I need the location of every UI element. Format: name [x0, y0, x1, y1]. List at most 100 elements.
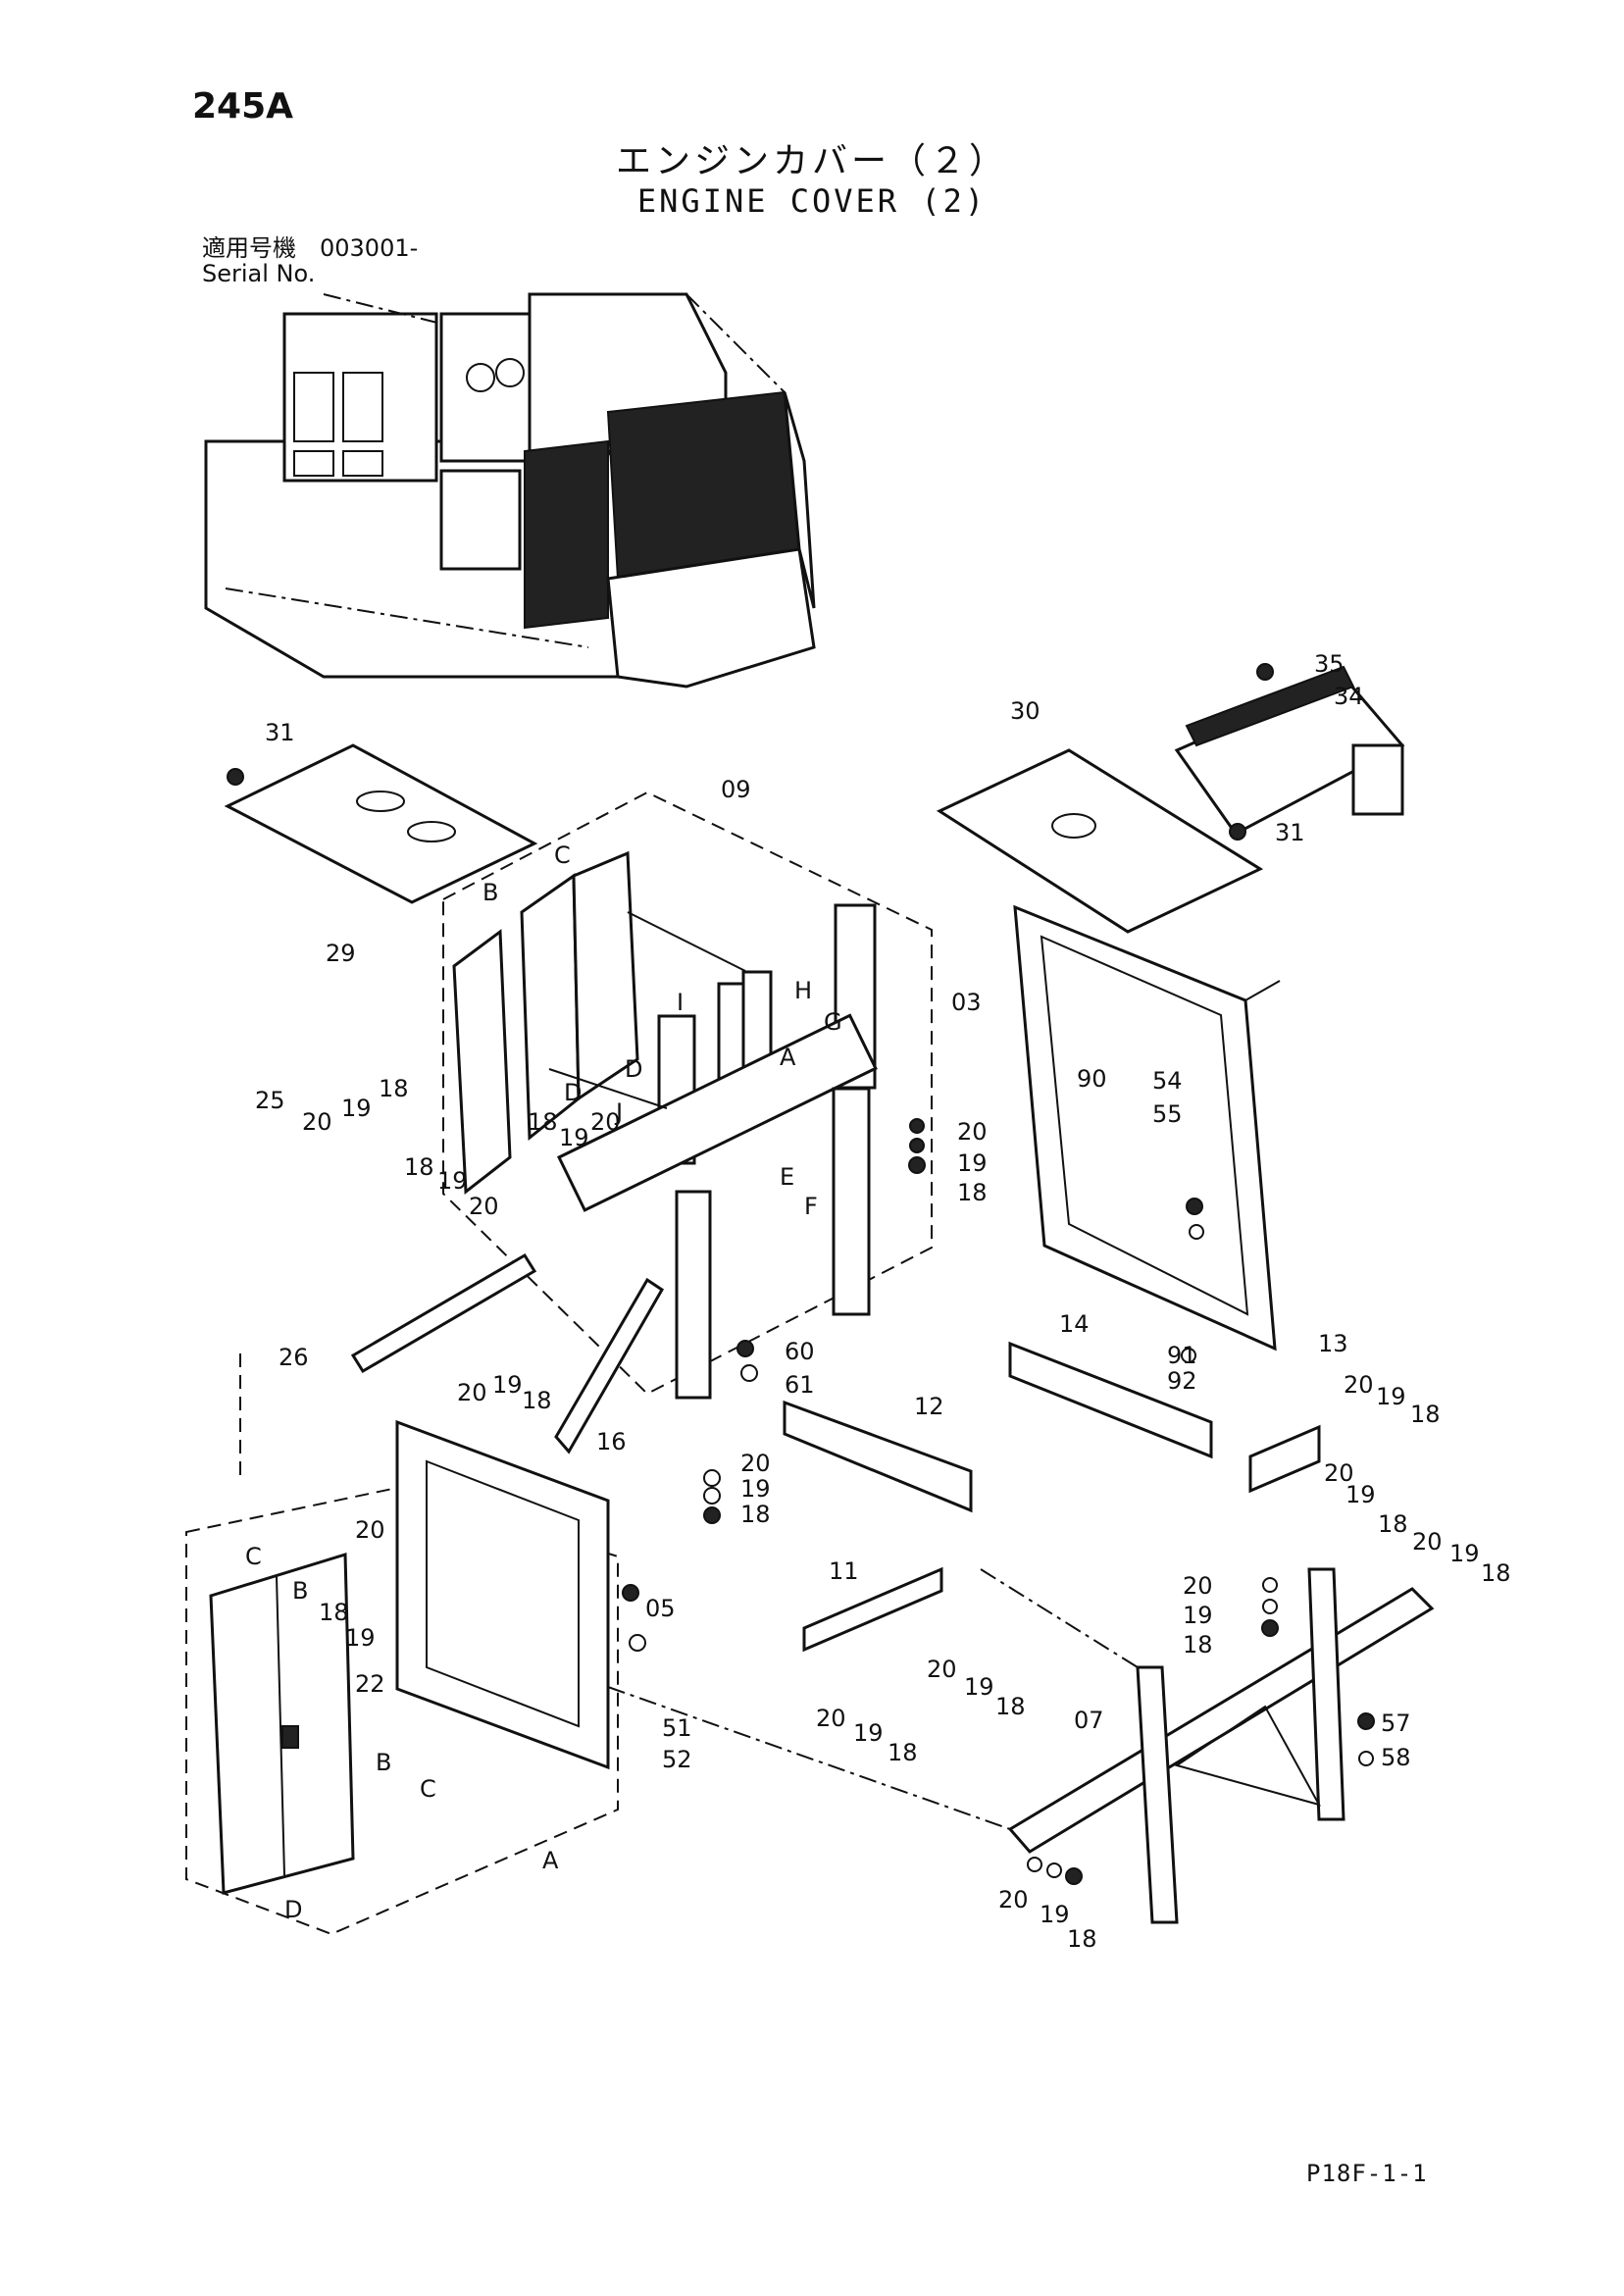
callout-22: 22 [355, 1670, 385, 1698]
callout-92: 92 [1167, 1367, 1197, 1395]
callout-20: 20 [1412, 1528, 1443, 1556]
callout-labels: 31 29 09 C B H I G J D D A 30 35 34 31 0… [245, 650, 1511, 1953]
callout-11: 11 [829, 1557, 859, 1585]
callout-51: 51 [662, 1714, 692, 1742]
callout-19: 19 [1449, 1540, 1480, 1567]
callout-34: 34 [1334, 683, 1364, 710]
callout-19: 19 [492, 1371, 523, 1399]
roof-panel-left [224, 743, 538, 904]
callout-57: 57 [1381, 1709, 1411, 1737]
callout-54: 54 [1152, 1067, 1183, 1095]
callout-35: 35 [1314, 650, 1345, 678]
door-assembly-05 [185, 1353, 619, 1936]
hardware [622, 663, 1375, 1885]
serial-block: 適用号機 003001- Serial No. [202, 235, 418, 286]
callout-18: 18 [1410, 1401, 1441, 1428]
serial-label-en: Serial No. [202, 260, 316, 287]
callout-19: 19 [559, 1124, 589, 1151]
callout-90: 90 [1077, 1065, 1107, 1093]
callout-18: 18 [740, 1501, 771, 1528]
callout-19: 19 [1345, 1481, 1376, 1508]
callout-18: 18 [379, 1075, 409, 1102]
callout-58: 58 [1381, 1744, 1411, 1771]
callout-18: 18 [1067, 1925, 1097, 1953]
callout-19: 19 [964, 1673, 994, 1701]
callout-13: 13 [1318, 1330, 1348, 1357]
callout-19: 19 [437, 1167, 468, 1195]
callout-I: I [677, 989, 684, 1016]
callout-05: 05 [645, 1595, 676, 1622]
callout-18: 18 [319, 1599, 349, 1626]
callout-20: 20 [457, 1379, 487, 1406]
callout-18: 18 [1378, 1510, 1408, 1538]
brackets [350, 1252, 1321, 1653]
callout-20: 20 [355, 1516, 385, 1544]
callout-D: D [564, 1079, 582, 1106]
callout-52: 52 [662, 1746, 692, 1773]
callout-19: 19 [1376, 1383, 1406, 1410]
callout-18: 18 [528, 1108, 558, 1136]
callout-31: 31 [1275, 819, 1305, 846]
roof-panel-right [936, 665, 1405, 934]
callout-18: 18 [522, 1387, 552, 1414]
callout-09: 09 [721, 776, 751, 803]
callout-29: 29 [326, 940, 356, 967]
callout-C: C [420, 1775, 436, 1803]
callout-20: 20 [469, 1193, 499, 1220]
callout-D: D [284, 1896, 302, 1923]
callout-F: F [804, 1193, 818, 1220]
callout-18: 18 [888, 1739, 918, 1766]
callout-C: C [554, 842, 571, 869]
title-japanese: エンジンカバー（２） [615, 141, 1008, 181]
callout-19: 19 [345, 1624, 376, 1652]
callout-20: 20 [998, 1886, 1029, 1913]
callout-20: 20 [1344, 1371, 1374, 1399]
callout-60: 60 [785, 1338, 815, 1365]
callout-B: B [376, 1749, 391, 1776]
serial-value: 003001- [320, 234, 419, 262]
callout-18: 18 [995, 1693, 1026, 1720]
callout-61: 61 [785, 1371, 815, 1399]
callout-25: 25 [255, 1087, 285, 1114]
callout-B: B [482, 879, 498, 906]
callout-12: 12 [914, 1393, 944, 1420]
callout-20: 20 [590, 1108, 621, 1136]
callout-16: 16 [596, 1428, 627, 1455]
callout-18: 18 [1481, 1559, 1511, 1587]
callout-20: 20 [302, 1108, 332, 1136]
callout-19: 19 [957, 1149, 988, 1177]
callout-G: G [824, 1008, 842, 1036]
callout-18: 18 [404, 1153, 434, 1181]
callout-20: 20 [927, 1656, 957, 1683]
callout-31: 31 [265, 719, 295, 746]
callout-E: E [780, 1163, 794, 1191]
callout-20: 20 [816, 1705, 846, 1732]
callout-07: 07 [1074, 1707, 1104, 1734]
callout-A: A [780, 1044, 796, 1071]
base-frame-07 [607, 1567, 1435, 1924]
callout-B: B [292, 1577, 308, 1605]
title-english: ENGINE COVER (2) [636, 182, 988, 220]
callout-19: 19 [853, 1719, 884, 1747]
callout-55: 55 [1152, 1100, 1183, 1128]
machine-overview [204, 292, 816, 689]
callout-H: H [794, 977, 812, 1004]
footer-code: P18F-1-1 [1306, 2160, 1428, 2187]
callout-20: 20 [957, 1118, 988, 1146]
callout-19: 19 [341, 1095, 372, 1122]
callout-30: 30 [1010, 697, 1040, 725]
callout-03: 03 [951, 989, 982, 1016]
frame-03 [1013, 904, 1281, 1352]
callout-18: 18 [957, 1179, 988, 1206]
callout-20: 20 [740, 1450, 771, 1477]
callout-14: 14 [1059, 1310, 1090, 1338]
callout-19: 19 [1183, 1602, 1213, 1629]
callout-26: 26 [279, 1344, 309, 1371]
callout-91: 91 [1167, 1342, 1197, 1369]
callout-20: 20 [1183, 1572, 1213, 1600]
callout-D: D [625, 1055, 642, 1083]
door-group-09 [442, 791, 933, 1400]
callout-19: 19 [740, 1475, 771, 1503]
page-number: 245A [192, 86, 294, 127]
